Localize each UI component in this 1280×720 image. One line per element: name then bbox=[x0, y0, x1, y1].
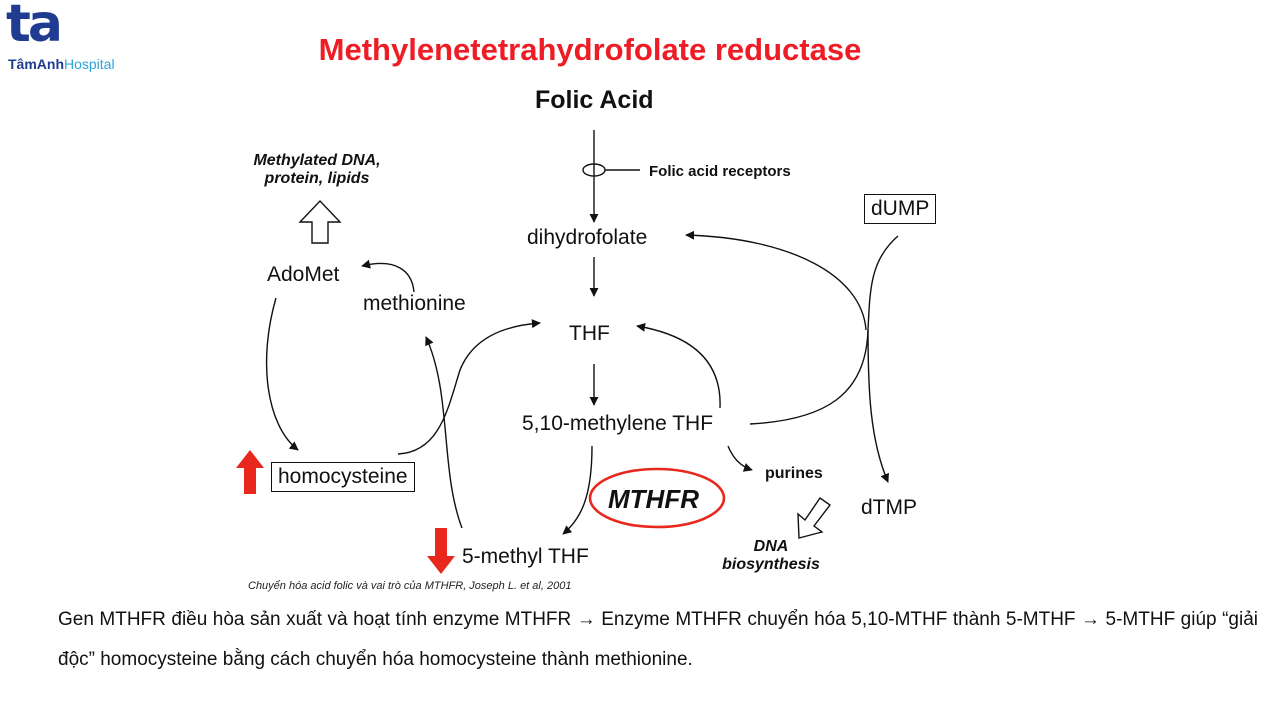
arrow-to-dihydrofolate bbox=[685, 230, 867, 331]
methylated-line1: Methylated DNA, bbox=[253, 152, 381, 169]
dihydrofolate-label: dihydrofolate bbox=[527, 226, 648, 249]
receptors-label: Folic acid receptors bbox=[649, 163, 791, 180]
purines-label: purines bbox=[765, 465, 823, 482]
dna-line1: DNA bbox=[753, 538, 789, 555]
folic-acid-label: Folic Acid bbox=[535, 86, 654, 114]
logo-name-bold: TâmAnh bbox=[8, 56, 64, 72]
adomet-label: AdoMet bbox=[267, 263, 340, 286]
methionine-label: methionine bbox=[363, 292, 466, 315]
homocysteine-box: homocysteine bbox=[271, 462, 415, 492]
methylated-line2: protein, lipids bbox=[264, 170, 370, 187]
hollow-arrow-dna-biosynthesis bbox=[797, 497, 831, 539]
arrow-methylene-to-thf bbox=[636, 322, 721, 409]
decrease-arrow-icon bbox=[427, 528, 455, 574]
arrow-methionine-to-adomet bbox=[361, 259, 415, 293]
thf-label: THF bbox=[569, 322, 610, 345]
logo-mark: ta bbox=[6, 0, 63, 54]
slide-title-text: Methylenetetrahydrofolate reductase bbox=[318, 32, 862, 67]
methylene-thf-label: 5,10-methylene THF bbox=[522, 412, 714, 435]
source-caption: Chuyển hóa acid folic và vai trò của MTH… bbox=[248, 580, 572, 592]
logo-text: TâmAnhHospital bbox=[8, 56, 115, 72]
dna-line2: biosynthesis bbox=[722, 556, 820, 573]
arrow-methylene-to-methyl-thf bbox=[562, 445, 593, 535]
mthfr-highlight-ellipse bbox=[588, 467, 726, 529]
arrow-methylene-to-purines bbox=[727, 445, 753, 472]
curve-methylene-to-dump bbox=[749, 235, 899, 425]
mthfr-label: MTHFR bbox=[608, 484, 699, 514]
explanation-paragraph: Gen MTHFR điều hòa sản xuất và hoạt tính… bbox=[58, 609, 1258, 670]
arrow-methyl-thf-to-methionine bbox=[425, 336, 463, 529]
logo-name-light: Hospital bbox=[64, 56, 115, 72]
methyl-thf-label: 5-methyl THF bbox=[462, 545, 589, 568]
hollow-arrow-methylation bbox=[298, 199, 342, 244]
arrow-adomet-to-homocysteine bbox=[265, 297, 299, 451]
dtmp-label: dTMP bbox=[861, 496, 918, 519]
dna-biosynthesis-label: DNA biosynthesis bbox=[716, 538, 826, 574]
arrow-homocysteine-to-thf bbox=[397, 319, 541, 455]
increase-arrow-icon bbox=[236, 450, 264, 494]
slide-title: Methylenetetrahydrofolate reductase bbox=[0, 32, 1180, 68]
hospital-logo: ta TâmAnhHospital bbox=[6, 0, 126, 74]
arrow-to-dtmp bbox=[867, 329, 889, 483]
methylated-label: Methylated DNA, protein, lipids bbox=[252, 152, 382, 188]
dump-box: dUMP bbox=[864, 194, 937, 224]
